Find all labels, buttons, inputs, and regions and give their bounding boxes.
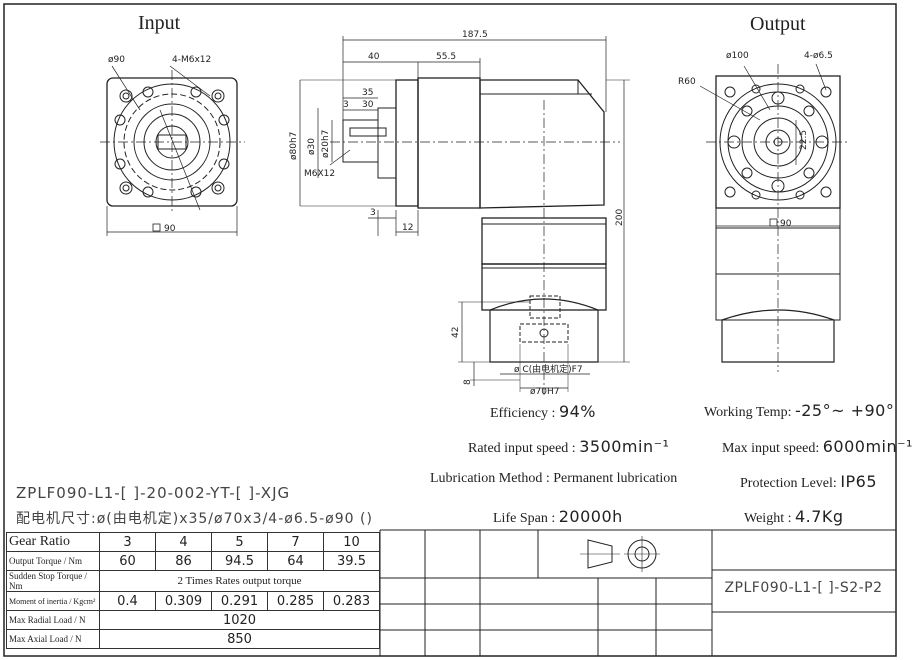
dim-30: 30 [362, 100, 374, 110]
life-span-spec: Life Span : 20000h [493, 507, 623, 527]
dim-40: 40 [368, 52, 380, 62]
dim-input-bolt-circle: ø90 [108, 55, 125, 65]
dim-shaft-30: ø30 [307, 138, 317, 155]
dim-shaft-thread: M6X12 [304, 169, 335, 179]
output-view [699, 63, 850, 372]
gear-ratio-cell: 7 [267, 532, 324, 552]
inertia-cell: 0.285 [267, 591, 324, 611]
dim-output-radius: R60 [678, 77, 696, 87]
rated-speed-spec: Rated input speed : 3500min⁻¹ [468, 437, 669, 457]
max-speed-value: 6000min⁻¹ [822, 437, 913, 456]
gear-ratio-cell: 10 [323, 532, 380, 552]
working-temp-label: Working Temp: [704, 405, 792, 420]
gear-ratio-label: Gear Ratio [6, 532, 100, 552]
output-torque-cell: 86 [155, 551, 212, 571]
output-torque-label: Output Torque / Nm [6, 551, 100, 571]
working-temp-spec: Working Temp: -25°~ +90° [704, 401, 894, 421]
gear-ratio-cell: 3 [99, 532, 156, 552]
inertia-cell: 0.283 [323, 591, 380, 611]
inertia-cell: 0.309 [155, 591, 212, 611]
lubrication-spec: Lubrication Method : Permanent lubricati… [430, 471, 677, 487]
sudden-stop-label: Sudden Stop Torque / Nm [6, 570, 100, 592]
dim-12: 12 [402, 223, 413, 233]
axial-load-label: Max Axial Load / N [6, 629, 100, 649]
dim-overall-length: 187.5 [462, 30, 488, 40]
dim-motor-pilot: ø70H7 [530, 387, 559, 397]
table-row: Gear Ratio 3 4 5 7 10 [6, 532, 380, 552]
efficiency-label: Efficiency : [490, 406, 556, 421]
weight-label: Weight : [744, 511, 792, 526]
weight-value: 4.7Kg [794, 507, 844, 526]
output-torque-cell: 64 [267, 551, 324, 571]
protection-value: IP65 [840, 472, 878, 491]
dim-3-bottom: 3 [370, 208, 376, 218]
gear-ratio-cell: 4 [155, 532, 212, 552]
dim-shaft-h7: ø80h7 [289, 132, 299, 160]
table-row: Output Torque / Nm 60 86 94.5 64 39.5 [6, 551, 380, 571]
dim-35: 35 [362, 88, 373, 98]
axial-load-value: 850 [99, 629, 380, 649]
dim-output-holes: 4-ø6.5 [804, 51, 833, 61]
weight-spec: Weight : 4.7Kg [744, 507, 844, 527]
max-speed-spec: Max input speed: 6000min⁻¹ [722, 437, 913, 457]
radial-load-label: Max Radial Load / N [6, 610, 100, 630]
lubrication-label: Lubrication Method : [430, 471, 550, 486]
input-view-title: Input [138, 12, 181, 34]
rated-speed-value: 3500min⁻¹ [579, 437, 670, 456]
dim-55-5: 55.5 [436, 52, 456, 62]
dim-input-holes: 4-M6x12 [172, 55, 211, 65]
rated-speed-label: Rated input speed : [468, 441, 576, 456]
efficiency-spec: Efficiency : 94% [490, 402, 596, 422]
dim-motor-bore: ø C(由电机定)F7 [514, 363, 583, 375]
life-span-label: Life Span : [493, 511, 556, 526]
dim-shaft-20h7: ø20h7 [321, 130, 331, 158]
motor-adapter-line: 配电机尺寸:ø(由电机定)x35/ø70x3/4-ø6.5-ø90 () [16, 511, 373, 527]
side-view [299, 36, 630, 395]
radial-load-value: 1020 [99, 610, 380, 630]
lubrication-value: Permanent lubrication [553, 471, 678, 486]
dim-8: 8 [463, 379, 473, 385]
title-block-grid [379, 529, 896, 656]
protection-spec: Protection Level: IP65 [740, 472, 877, 492]
dim-height-200: 200 [615, 209, 625, 226]
dim-3-top: 3 [343, 100, 349, 110]
life-span-value: 20000h [558, 507, 623, 526]
dim-output-bolt-circle: ø100 [726, 51, 749, 61]
inertia-cell: 0.4 [99, 591, 156, 611]
table-row: Moment of inertia / Kgcm² 0.4 0.309 0.29… [6, 591, 380, 611]
sudden-stop-value: 2 Times Rates output torque [99, 570, 380, 592]
inertia-cell: 0.291 [211, 591, 268, 611]
title-block-model-code: ZPLF090-L1-[ ]-S2-P2 [724, 580, 883, 596]
spec-table: Gear Ratio 3 4 5 7 10 Output Torque / Nm… [6, 532, 380, 649]
protection-label: Protection Level: [740, 476, 837, 491]
max-speed-label: Max input speed: [722, 441, 820, 456]
dim-42: 42 [451, 327, 461, 338]
efficiency-value: 94% [558, 402, 596, 421]
output-torque-cell: 94.5 [211, 551, 268, 571]
dim-output-22-5: 22.5 [799, 130, 809, 150]
table-row: Sudden Stop Torque / Nm 2 Times Rates ou… [6, 570, 380, 592]
table-row: Max Axial Load / N 850 [6, 629, 380, 649]
output-view-title: Output [750, 13, 806, 35]
output-torque-cell: 60 [99, 551, 156, 571]
drawing-frame [3, 3, 897, 657]
dim-input-square: 90 [164, 224, 176, 234]
working-temp-value: -25°~ +90° [794, 401, 895, 420]
model-code-line: ZPLF090-L1-[ ]-20-002-YT-[ ]-XJG [16, 484, 291, 502]
table-row: Max Radial Load / N 1020 [6, 610, 380, 630]
output-torque-cell: 39.5 [323, 551, 380, 571]
inertia-label: Moment of inertia / Kgcm² [6, 591, 100, 611]
dim-output-square: 90 [780, 219, 792, 229]
input-view [100, 65, 245, 236]
gear-ratio-cell: 5 [211, 532, 268, 552]
